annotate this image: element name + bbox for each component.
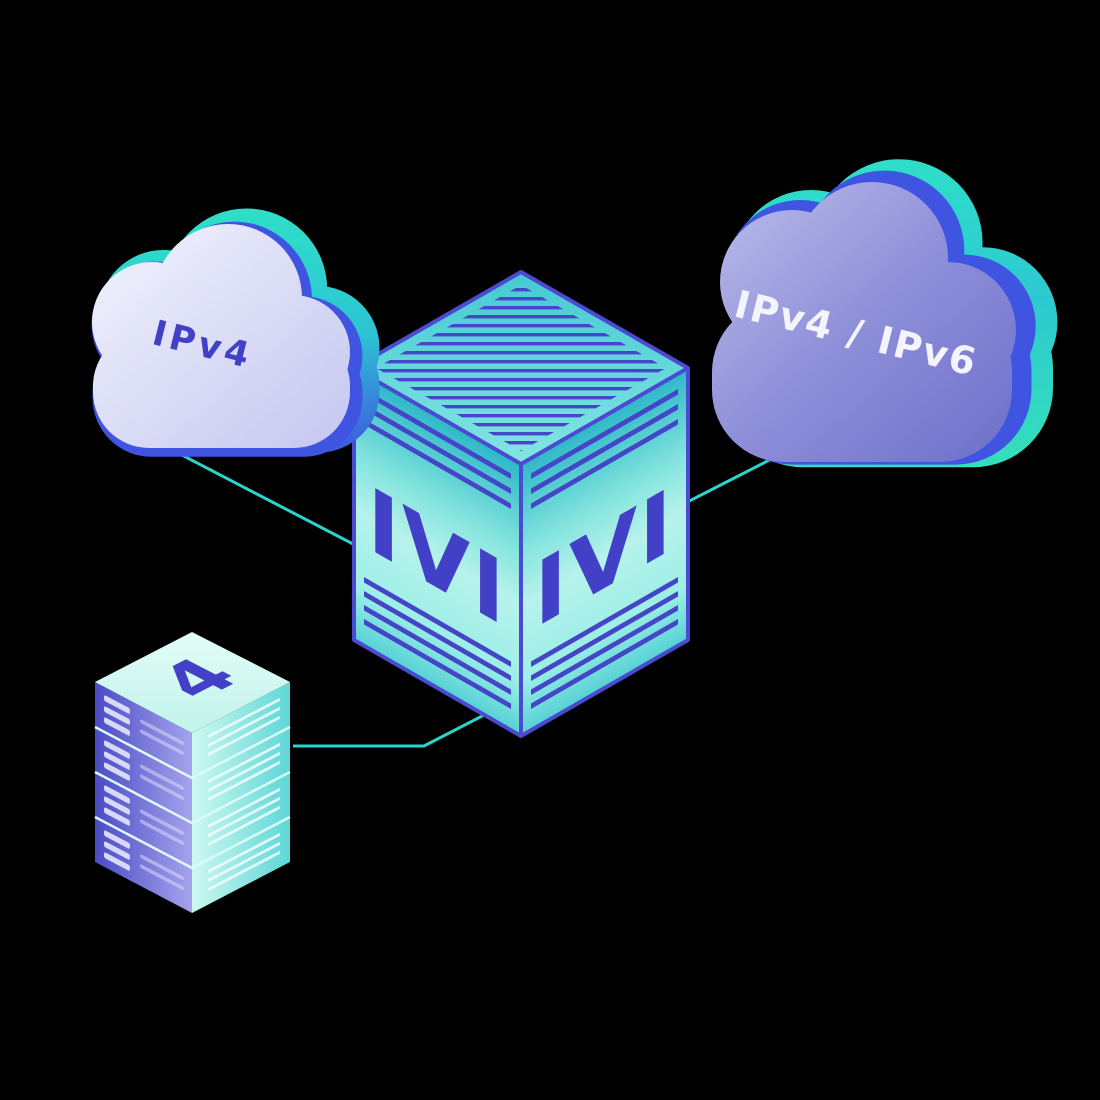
cube-right-face: IVI bbox=[521, 367, 688, 736]
cube-left-bottom-vents bbox=[364, 576, 511, 710]
cube-left-face: IVI bbox=[354, 368, 521, 737]
cube-right-top-vents bbox=[531, 388, 678, 510]
cube-left-top-vents bbox=[364, 388, 511, 510]
ipv46-cloud: IPv4 / IPv6 bbox=[712, 159, 1058, 468]
ipv4-server-stack: 4 bbox=[93, 632, 292, 915]
server-top-face bbox=[95, 632, 290, 733]
server-unit-separators bbox=[94, 725, 291, 870]
cube-right-bottom-vents bbox=[531, 576, 678, 710]
cube-top-vents bbox=[376, 285, 666, 451]
ivi-translator-cube: IVI IVI bbox=[352, 270, 690, 738]
ipv4-cloud: IPv4 bbox=[91, 208, 380, 457]
